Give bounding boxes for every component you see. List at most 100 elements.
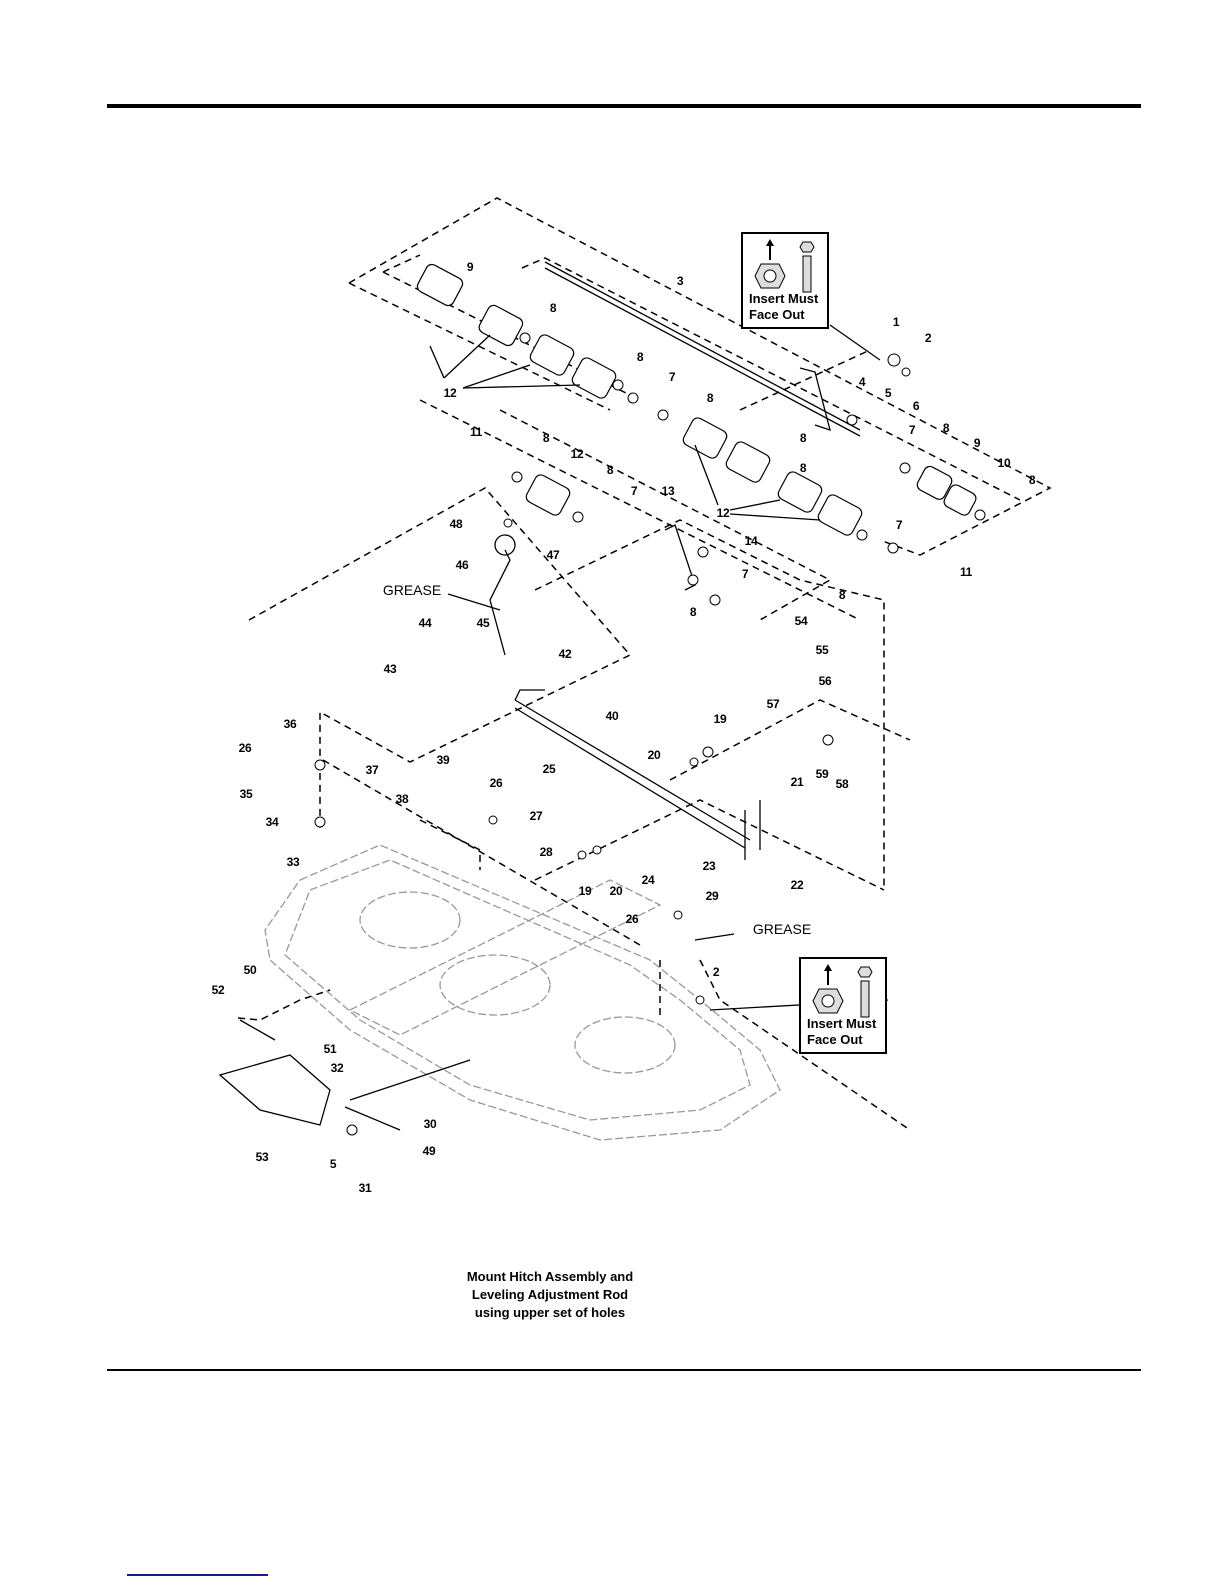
part-number-label: 19 — [713, 712, 727, 726]
part-number-label: 8 — [549, 301, 557, 315]
part-number-label: 8 — [799, 461, 807, 475]
part-number-label: 12 — [716, 506, 730, 520]
mower-deck — [264, 844, 781, 1141]
part-number-label: 6 — [912, 399, 920, 413]
part-number-label: 12 — [570, 447, 584, 461]
callout-text-line1: Insert Must — [749, 291, 819, 306]
part-number-label: 9 — [973, 436, 981, 450]
footer-rule — [107, 1369, 1141, 1371]
part-number-label: 55 — [815, 643, 829, 657]
part-number-label: 5 — [884, 386, 892, 400]
part-number-label: 25 — [542, 762, 556, 776]
hitch-mounting-note: Mount Hitch Assembly and Leveling Adjust… — [440, 1268, 660, 1322]
part-number-label: 19 — [578, 884, 592, 898]
part-number-label: 33 — [286, 855, 300, 869]
part-number-label: 20 — [609, 884, 623, 898]
part-number-label: 7 — [741, 567, 749, 581]
part-number-label: 38 — [395, 792, 409, 806]
part-number-label: 54 — [794, 614, 808, 628]
part-number-label: 20 — [647, 748, 661, 762]
part-number-label: 29 — [705, 889, 719, 903]
part-number-label: 2 — [924, 331, 932, 345]
part-number-label: 3 — [676, 274, 684, 288]
nut-and-bolt-icon — [754, 239, 815, 293]
part-number-label: 1 — [892, 315, 900, 329]
small-hardware — [314, 332, 986, 1136]
part-number-label: 26 — [238, 741, 252, 755]
part-number-label: 9 — [466, 260, 474, 274]
part-number-label: 48 — [449, 517, 463, 531]
part-number-label: 5 — [329, 1157, 337, 1171]
part-number-label: 57 — [766, 697, 780, 711]
part-number-label: 46 — [455, 558, 469, 572]
part-number-label: 30 — [423, 1117, 437, 1131]
nut-and-bolt-icon — [812, 964, 873, 1018]
part-number-label: 26 — [625, 912, 639, 926]
part-number-label: 8 — [942, 421, 950, 435]
part-number-label: 7 — [908, 423, 916, 437]
part-number-label: 8 — [1028, 473, 1036, 487]
part-number-label: 2 — [712, 965, 720, 979]
part-number-label: 8 — [799, 431, 807, 445]
part-number-label: 40 — [605, 709, 619, 723]
part-number-label: 58 — [835, 777, 849, 791]
footer-link-underline[interactable] — [127, 1574, 268, 1576]
rollers — [416, 263, 977, 536]
part-number-label: 8 — [542, 431, 550, 445]
caption-line: Mount Hitch Assembly and — [466, 1269, 634, 1284]
caption-line: Leveling Adjustment Rod — [471, 1287, 629, 1302]
part-number-label: 47 — [546, 548, 560, 562]
part-number-label: 12 — [443, 386, 457, 400]
part-number-label: 8 — [606, 463, 614, 477]
part-number-label: 32 — [330, 1061, 344, 1075]
part-number-label: 44 — [418, 616, 432, 630]
part-number-label: 10 — [997, 456, 1011, 470]
part-number-label: 51 — [323, 1042, 337, 1056]
header-rule — [107, 104, 1141, 108]
part-number-label: 21 — [790, 775, 804, 789]
part-number-label: 31 — [358, 1181, 372, 1195]
part-number-label: 7 — [668, 370, 676, 384]
part-number-label: 8 — [636, 350, 644, 364]
rods-and-leaders — [218, 261, 889, 1131]
part-number-label: 45 — [476, 616, 490, 630]
part-number-label: 59 — [815, 767, 829, 781]
part-number-label: 43 — [383, 662, 397, 676]
part-number-label: 50 — [243, 963, 257, 977]
grease-label: GREASE — [752, 921, 812, 937]
part-number-label: 52 — [211, 983, 225, 997]
part-number-label: 28 — [539, 845, 553, 859]
callout-text-line2: Face Out — [807, 1032, 863, 1047]
part-number-label: 49 — [422, 1144, 436, 1158]
grease-label: GREASE — [382, 582, 442, 598]
part-number-label: 34 — [265, 815, 279, 829]
part-number-label: 56 — [818, 674, 832, 688]
part-number-label: 11 — [959, 565, 973, 579]
part-number-label: 7 — [895, 518, 903, 532]
caption-line: using upper set of holes — [474, 1305, 626, 1320]
part-number-label: 42 — [558, 647, 572, 661]
callout-text-line2: Face Out — [749, 307, 805, 322]
part-number-label: 11 — [469, 425, 483, 439]
part-number-label: 39 — [436, 753, 450, 767]
part-number-label: 24 — [641, 873, 655, 887]
part-number-label: 35 — [239, 787, 253, 801]
part-number-label: 26 — [489, 776, 503, 790]
part-number-label: 53 — [255, 1150, 269, 1164]
part-number-label: 13 — [661, 484, 675, 498]
part-number-label: 27 — [529, 809, 543, 823]
callout-text-line1: Insert Must — [807, 1016, 877, 1031]
part-number-label: 22 — [790, 878, 804, 892]
part-number-label: 14 — [744, 534, 758, 548]
part-number-label: 36 — [283, 717, 297, 731]
assembly-dashed-outlines — [237, 197, 1052, 1131]
part-number-label: 37 — [365, 763, 379, 777]
part-number-label: 8 — [689, 605, 697, 619]
part-number-label: 8 — [706, 391, 714, 405]
part-number-label: 4 — [858, 375, 866, 389]
part-number-label: 8 — [838, 588, 846, 602]
part-number-label: 7 — [630, 484, 638, 498]
